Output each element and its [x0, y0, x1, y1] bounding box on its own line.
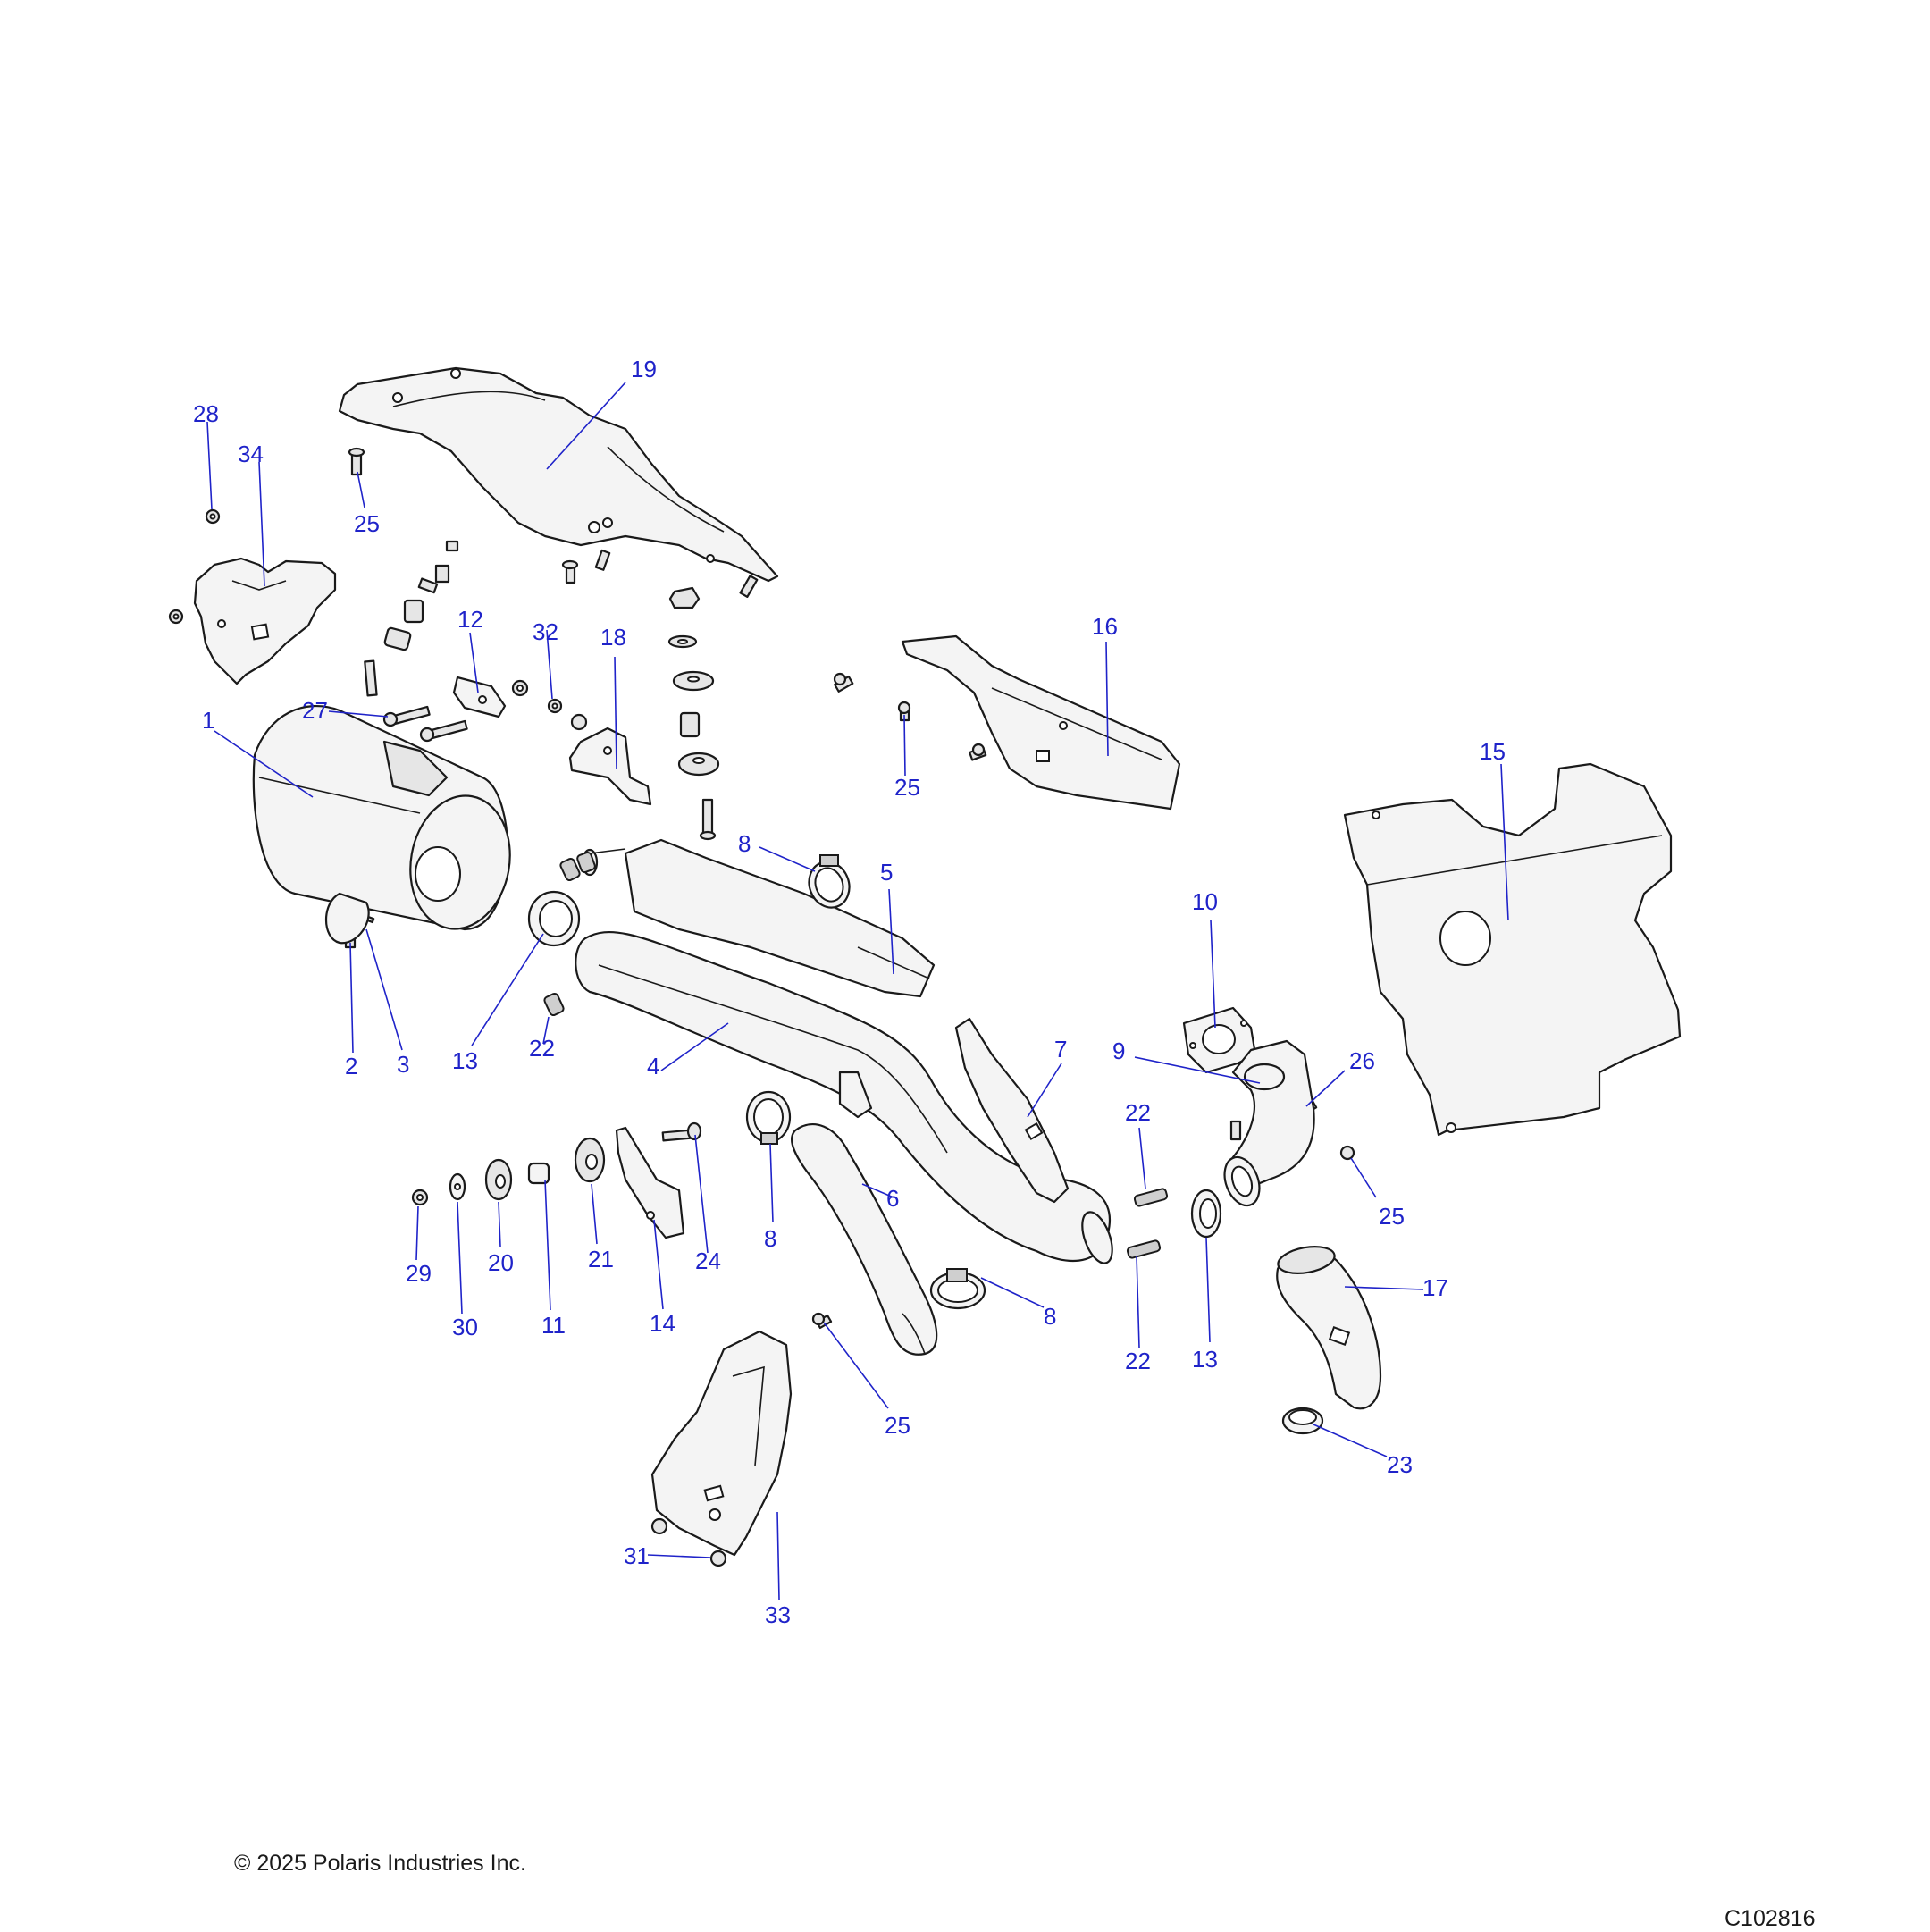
callout-31: 31: [624, 1542, 650, 1569]
callout-26: 26: [1349, 1047, 1375, 1074]
callout-34: 34: [238, 441, 264, 467]
part-8-clamps: [745, 854, 986, 1310]
callout-12: 12: [457, 606, 483, 633]
callout-20: 20: [488, 1249, 514, 1276]
callout-18: 18: [600, 624, 626, 651]
callout-6: 6: [886, 1185, 899, 1212]
callout-2: 2: [345, 1053, 357, 1079]
part-34-rear-heat-shield: [193, 557, 337, 685]
part-1-muffler: [252, 705, 511, 945]
part-15-large-heat-shield: [1343, 762, 1682, 1137]
part-13-gasket-right: [1190, 1189, 1222, 1239]
callout-23: 23: [1387, 1451, 1413, 1478]
leader-lines: [206, 382, 1509, 1600]
callout-13b: 13: [1192, 1346, 1218, 1373]
part-6-rear-pipe: [791, 1123, 938, 1356]
diagram-code: C102816: [1724, 1906, 1816, 1931]
copyright-notice: © 2025 Polaris Industries Inc.: [234, 1851, 526, 1876]
callout-22b: 22: [1125, 1099, 1151, 1126]
callout-17: 17: [1422, 1274, 1448, 1301]
callout-9: 9: [1112, 1037, 1125, 1064]
callout-25a: 25: [354, 510, 380, 537]
callout-8a: 8: [738, 830, 751, 857]
part-16-side-heat-shield: [901, 634, 1181, 811]
callout-25d: 25: [885, 1412, 910, 1439]
callout-29: 29: [406, 1260, 432, 1287]
callout-33: 33: [765, 1601, 791, 1628]
callout-7: 7: [1054, 1036, 1067, 1063]
callout-8b: 8: [764, 1225, 776, 1252]
part-18-mount-bracket: [568, 727, 652, 806]
callout-25b: 25: [894, 774, 920, 801]
part-9-exhaust-header: [1223, 1039, 1315, 1207]
callout-1: 1: [202, 707, 214, 734]
callout-5: 5: [880, 859, 893, 886]
callout-22a: 22: [529, 1035, 555, 1062]
part-17-outlet-pipe: [1276, 1246, 1382, 1410]
callout-14: 14: [650, 1310, 676, 1337]
callout-4: 4: [647, 1053, 659, 1079]
part-5-heat-shield-tube: [576, 838, 936, 998]
callout-32: 32: [533, 618, 558, 645]
callout-15: 15: [1480, 738, 1506, 765]
part-7-lower-heat-shield: [954, 1017, 1070, 1204]
callout-30: 30: [452, 1314, 478, 1340]
part-13-gasket-left: [527, 890, 581, 947]
callout-16: 16: [1092, 613, 1118, 640]
callout-labels: 1 2 3 4 5 6 7 8 8 8 9 10 11 12 13 13 14 …: [193, 356, 1506, 1628]
callout-19: 19: [631, 356, 657, 382]
callout-22c: 22: [1125, 1348, 1151, 1374]
callout-28: 28: [193, 400, 219, 427]
part-23-clamp: [1281, 1407, 1324, 1435]
callout-11: 11: [541, 1312, 566, 1339]
callout-13a: 13: [452, 1047, 478, 1074]
part-19-upper-heat-shield: [338, 366, 779, 583]
callout-3: 3: [397, 1051, 409, 1078]
callout-10: 10: [1192, 888, 1218, 915]
callout-21: 21: [588, 1246, 614, 1273]
callout-8c: 8: [1044, 1303, 1056, 1330]
callout-24: 24: [695, 1247, 721, 1274]
callout-27: 27: [302, 697, 328, 724]
part-33-lower-heat-shield: [650, 1330, 793, 1557]
callout-25c: 25: [1379, 1203, 1405, 1230]
